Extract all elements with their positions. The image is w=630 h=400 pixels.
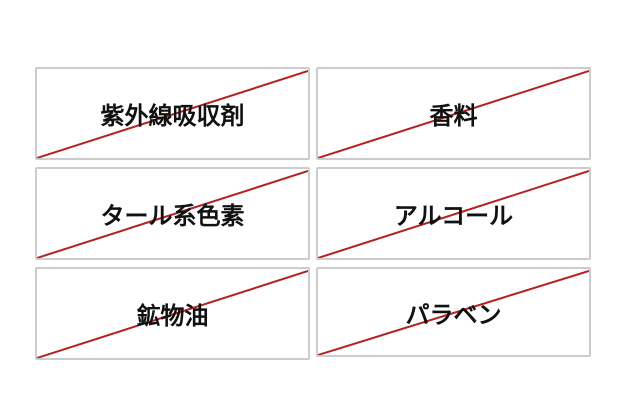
ingredient-label: 鉱物油: [136, 302, 209, 330]
ingredient-label: 香料: [429, 102, 478, 130]
ingredient-card-mineral-oil: 鉱物油: [35, 267, 310, 360]
ingredient-label: パラベン: [405, 300, 502, 329]
ingredient-card-fragrance: 香料: [316, 67, 591, 160]
ingredient-card-uv-absorber: 紫外線吸収剤: [35, 67, 310, 160]
ingredient-card-alcohol: アルコール: [316, 167, 591, 260]
ingredient-free-grid: 紫外線吸収剤 香料 タール系色素 アルコール 鉱物油 パラベン: [35, 67, 591, 360]
ingredient-label: 紫外線吸収剤: [100, 102, 245, 130]
ingredient-card-tar-dye: タール系色素: [35, 167, 310, 260]
ingredient-label: アルコール: [393, 202, 514, 230]
ingredient-label: タール系色素: [100, 202, 245, 230]
ingredient-card-paraben: パラベン: [316, 267, 591, 357]
